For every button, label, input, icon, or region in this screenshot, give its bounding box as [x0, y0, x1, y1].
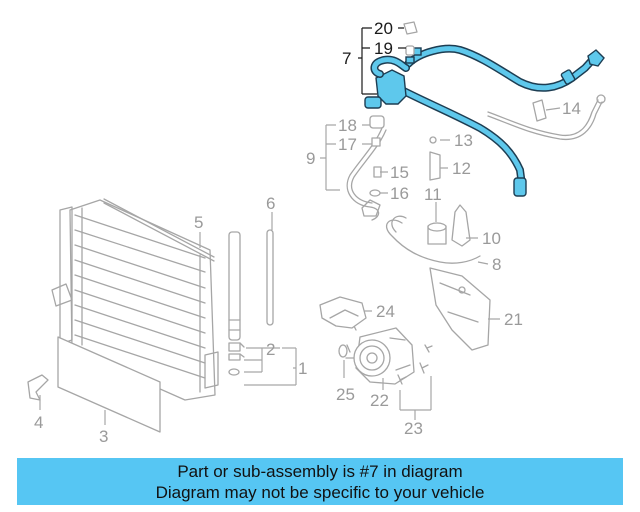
callout-7: 7 [342, 49, 351, 68]
callout-2: 2 [266, 340, 275, 359]
clip-25 [338, 344, 348, 358]
callout-14: 14 [562, 99, 581, 118]
parts-diagram: 1 2 3 4 5 6 7 8 9 10 11 12 13 14 15 16 1… [27, 19, 606, 446]
callout-6: 6 [266, 194, 275, 213]
bolts-23 [397, 344, 433, 385]
compressor [345, 321, 415, 385]
callout-20: 20 [374, 19, 393, 38]
info-banner: Part or sub-assembly is #7 in diagram Di… [17, 458, 623, 505]
condenser-insulator [57, 336, 161, 433]
hose-8 [386, 204, 481, 264]
callout-labels: 1 2 3 4 5 6 7 8 9 10 11 12 13 14 15 16 1… [34, 19, 581, 446]
callout-8: 8 [492, 255, 501, 274]
callout-24: 24 [376, 302, 395, 321]
callout-12: 12 [452, 159, 471, 178]
bracket-4 [27, 374, 49, 401]
banner-line-part-number: Part or sub-assembly is #7 in diagram [177, 462, 463, 481]
callout-3: 3 [99, 427, 108, 446]
leader-lines [39, 27, 561, 425]
small-parts-12-13 [429, 136, 441, 181]
callout-22: 22 [370, 391, 389, 410]
cap-20 [403, 21, 418, 35]
hose-7-highlighted [364, 44, 605, 197]
callout-5: 5 [194, 213, 203, 232]
callout-17: 17 [338, 135, 357, 154]
callout-4: 4 [34, 413, 43, 432]
callout-15: 15 [390, 163, 409, 182]
bracket-24 [319, 296, 367, 329]
callout-21: 21 [504, 310, 523, 329]
callout-19: 19 [374, 39, 393, 58]
desiccant-6 [266, 229, 274, 326]
callout-18: 18 [338, 116, 357, 135]
callout-23: 23 [404, 419, 423, 438]
callout-25: 25 [336, 385, 355, 404]
drier-fittings-2 [228, 342, 245, 376]
banner-line-disclaimer: Diagram may not be specific to your vehi… [155, 483, 485, 502]
condenser [51, 199, 219, 401]
heat-shield [429, 267, 491, 351]
callout-1: 1 [298, 359, 307, 378]
valve-core-19 [405, 45, 415, 56]
pipe-9 [346, 115, 387, 221]
callout-13: 13 [454, 131, 473, 150]
hose-14 [487, 94, 606, 141]
callout-9: 9 [306, 149, 315, 168]
callout-10: 10 [482, 229, 501, 248]
valve-11 [427, 222, 447, 245]
diagram-svg: 1 2 3 4 5 6 7 8 9 10 11 12 13 14 15 16 1… [27, 19, 606, 446]
callout-16: 16 [390, 184, 409, 203]
callout-11: 11 [424, 185, 442, 204]
receiver-drier [228, 231, 241, 341]
seal-5 [103, 198, 215, 262]
